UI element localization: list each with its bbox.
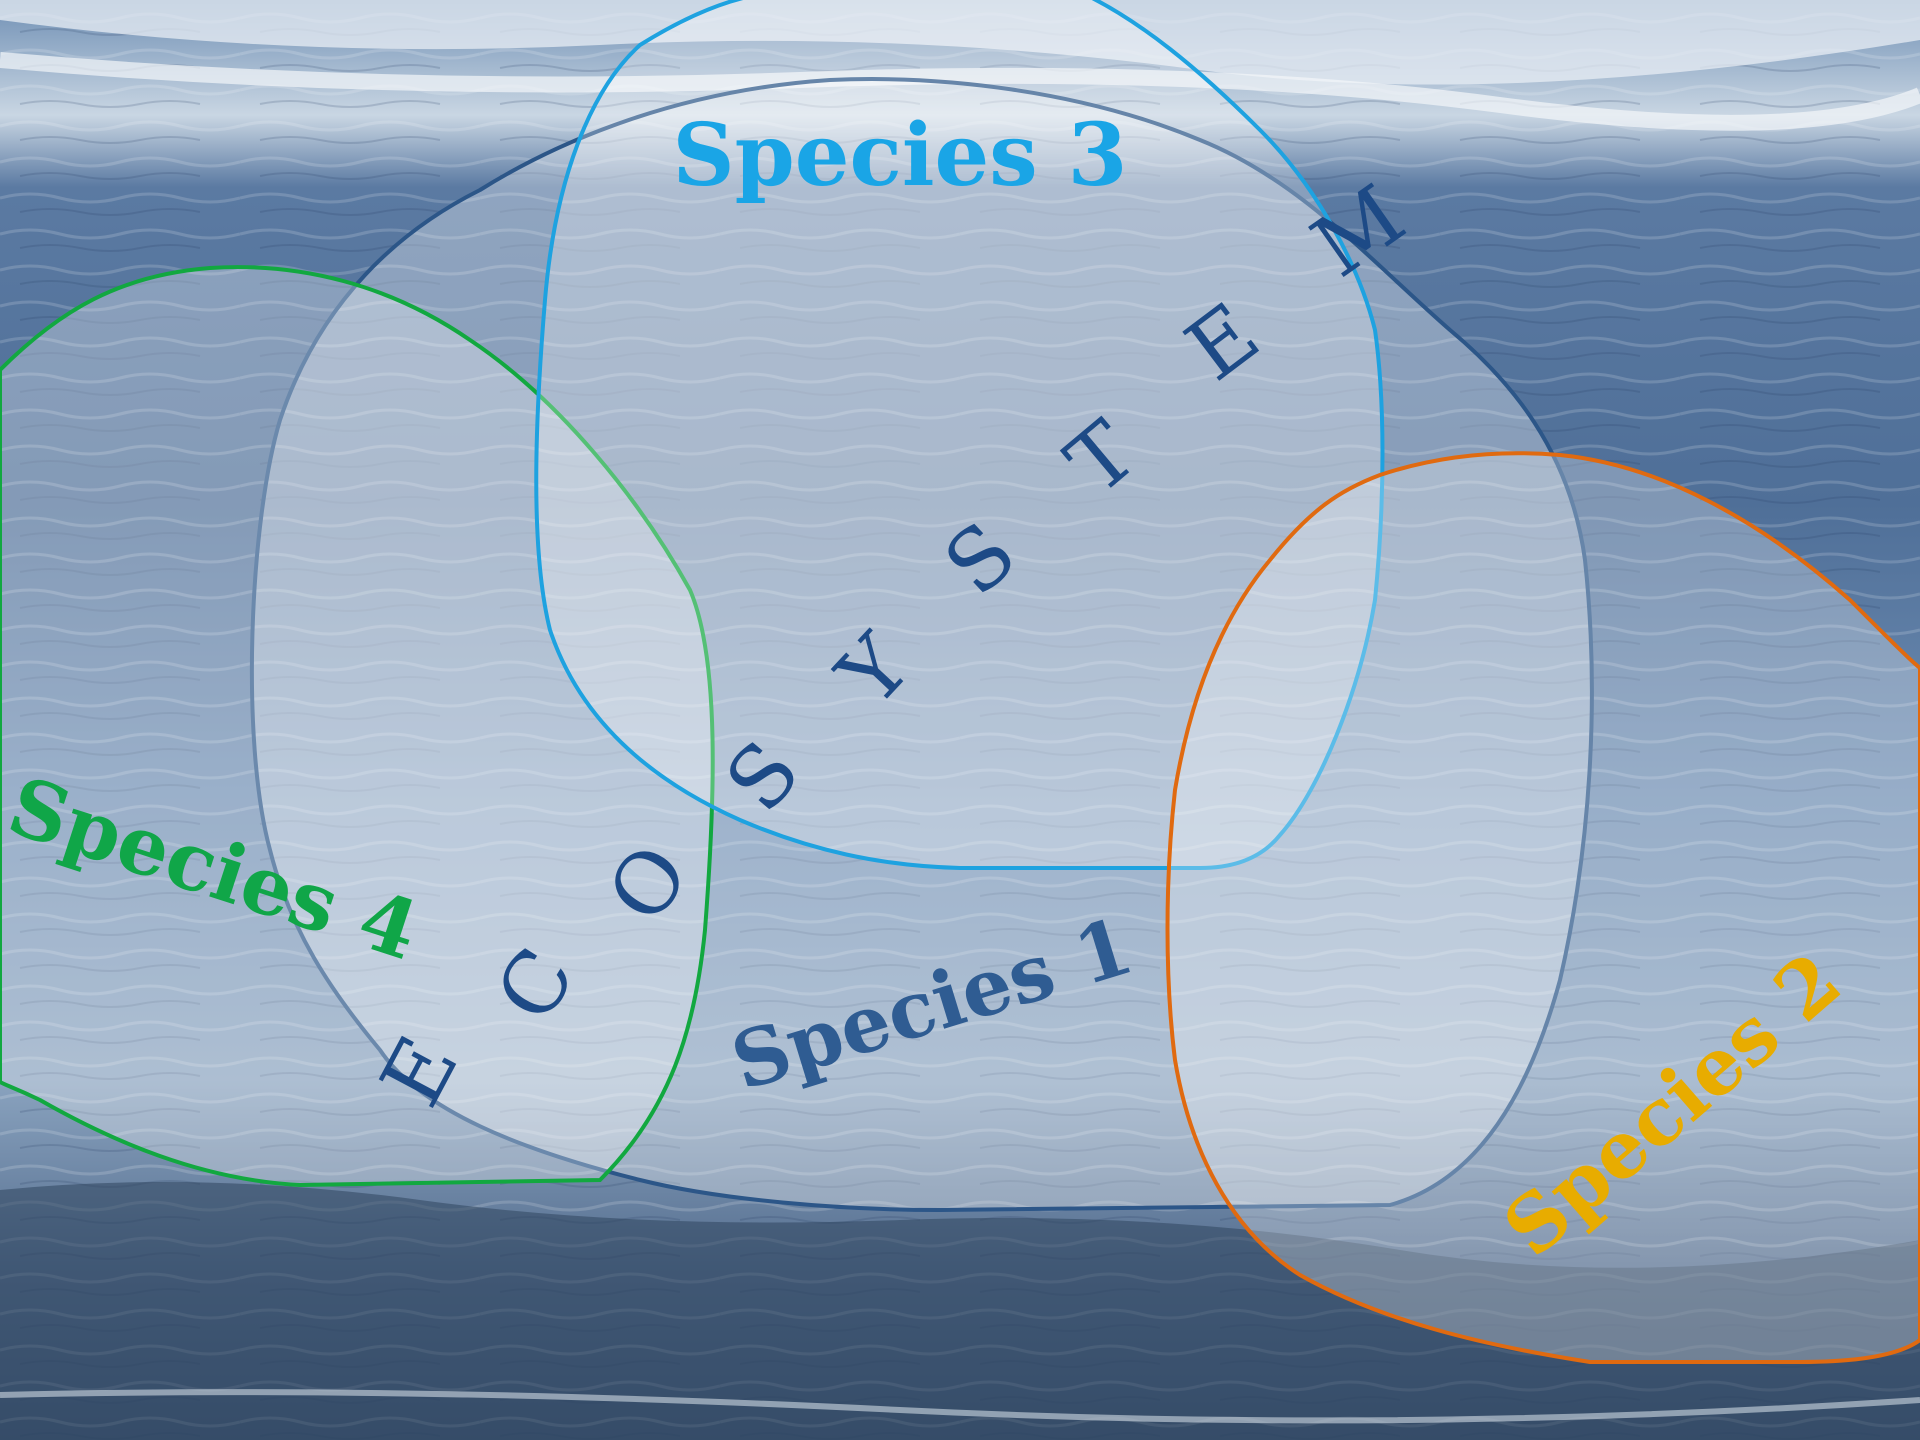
- species-3-label: Species 3: [673, 105, 1128, 206]
